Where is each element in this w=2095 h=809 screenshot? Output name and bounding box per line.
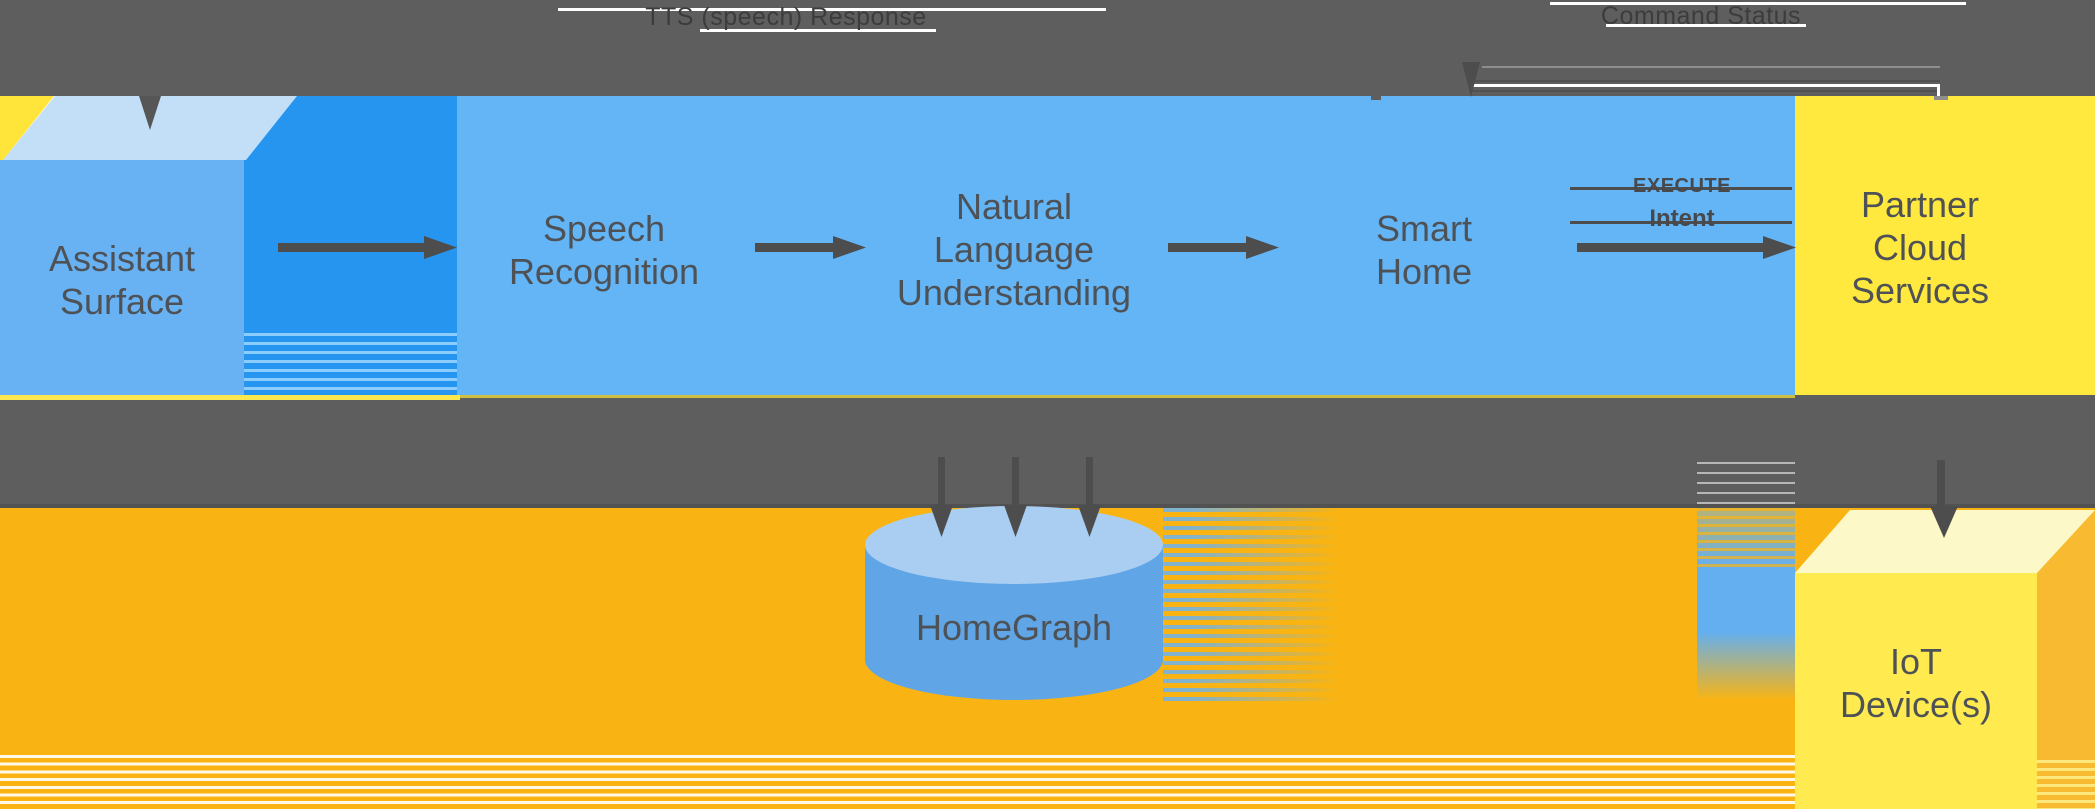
tts-arrow-line-bottom — [700, 29, 936, 32]
arrow-to-homegraph-shaft — [1086, 457, 1093, 509]
arrow-to-iot-shaft — [1937, 460, 1945, 508]
arrow-speech-to-nlu-shaft — [755, 243, 833, 252]
partner-cloud-label: Partner Cloud Services — [1850, 184, 1990, 311]
artifact-stripes-right-of-cylinder — [1163, 508, 1338, 703]
yellow-seam-right — [460, 395, 1795, 398]
intent-label: Intent — [1649, 205, 1715, 232]
execute-strike-line — [1570, 187, 1792, 190]
smart-home-label: Smart Home — [1375, 208, 1473, 292]
command-status-arrow-halo-bottom — [1472, 90, 1940, 92]
command-status-line-top — [1550, 2, 1966, 5]
tts-response-label: TTS (speech) Response — [645, 3, 927, 31]
arrow-nlu-to-smarthome-shaft — [1168, 243, 1246, 252]
band-tab-partner — [1934, 96, 1948, 100]
artifact-stripes-dark-panel — [244, 333, 457, 395]
command-status-arrow-halo-top — [1472, 80, 1940, 82]
assistant-surface-label: Assistant Surface — [48, 238, 196, 322]
artifact-stripes-left-of-iot — [1697, 508, 1795, 568]
tts-arrow-line-top — [558, 8, 1106, 11]
artifact-stripes-iot-side — [2037, 760, 2095, 809]
execute-label: EXECUTE — [1633, 175, 1731, 197]
iot-device-box-front-face — [1795, 573, 2037, 809]
partner-cloud-box — [1795, 96, 2095, 395]
arrow-smarthome-to-partner-shaft — [1577, 243, 1763, 252]
command-status-label: Command Status — [1600, 2, 1802, 30]
interlace-stripes-bottom — [0, 755, 1795, 805]
command-status-arrow-faint-line — [1482, 66, 1940, 68]
command-status-arrow-riser — [1937, 84, 1940, 96]
speech-recognition-label: Speech Recognition — [508, 208, 700, 292]
arrow-assistant-to-speech-shaft — [278, 243, 424, 252]
arrow-to-homegraph-shaft — [1012, 457, 1019, 509]
yellow-seam-left — [0, 395, 460, 400]
intent-strike-line — [1570, 221, 1792, 224]
iot-device-label: IoT Device(s) — [1839, 641, 1992, 725]
arrow-to-homegraph-shaft — [938, 457, 945, 509]
band-tab-smarthome — [1371, 96, 1381, 100]
homegraph-label: HomeGraph — [915, 607, 1113, 648]
artifact-lines-on-band-left-of-iot — [1697, 462, 1795, 508]
command-status-line-bottom — [1606, 24, 1806, 27]
command-status-arrow-line — [1472, 84, 1940, 87]
google-assistant-panel — [457, 96, 1795, 395]
assistant-box-front-face — [0, 160, 244, 395]
nlu-label: Natural Language Understanding — [896, 186, 1132, 313]
